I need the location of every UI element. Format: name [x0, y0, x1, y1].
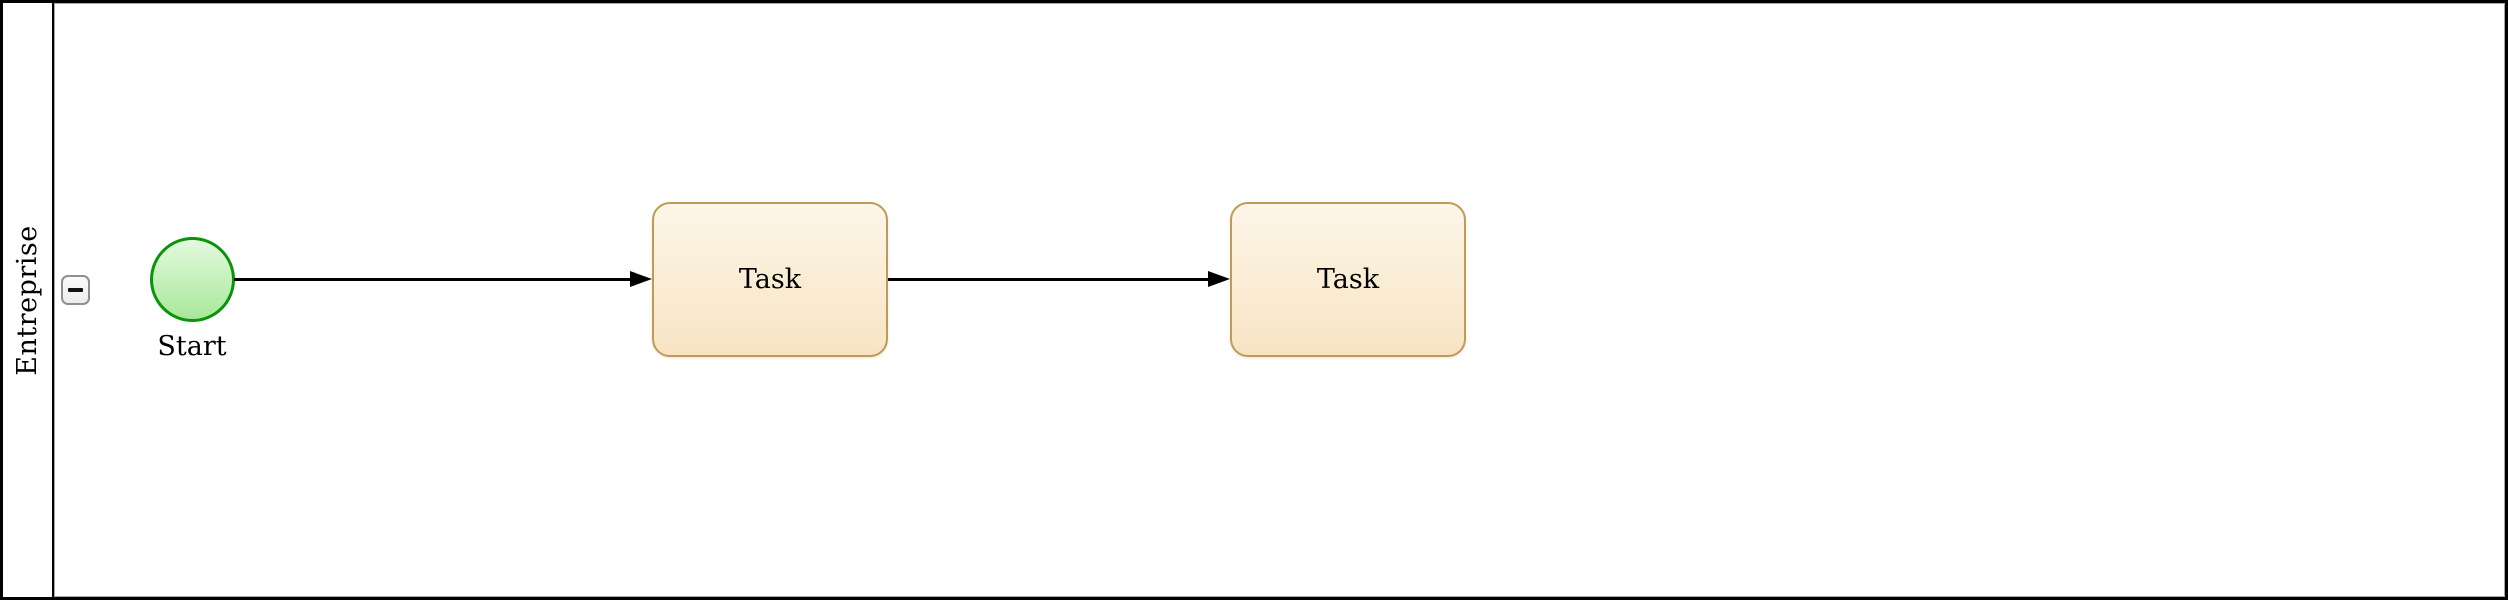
sequence-flow-task1-to-task2[interactable] — [888, 278, 1210, 281]
start-event-node[interactable] — [150, 237, 235, 322]
start-event-label: Start — [157, 331, 227, 362]
lane-collapse-button[interactable] — [61, 275, 90, 305]
sequence-flow-start-to-task1[interactable] — [234, 278, 632, 281]
task-node-2[interactable]: Task — [1230, 202, 1466, 357]
arrowhead-icon — [630, 271, 652, 287]
task-2-label: Task — [1316, 264, 1380, 295]
task-1-label: Task — [738, 264, 802, 295]
arrowhead-icon — [1208, 271, 1230, 287]
lane-label: Entreprise — [12, 224, 43, 376]
minus-icon — [68, 288, 83, 292]
lane-title-strip[interactable]: Entreprise — [3, 3, 52, 597]
task-node-1[interactable]: Task — [652, 202, 888, 357]
lane-divider — [52, 0, 54, 600]
